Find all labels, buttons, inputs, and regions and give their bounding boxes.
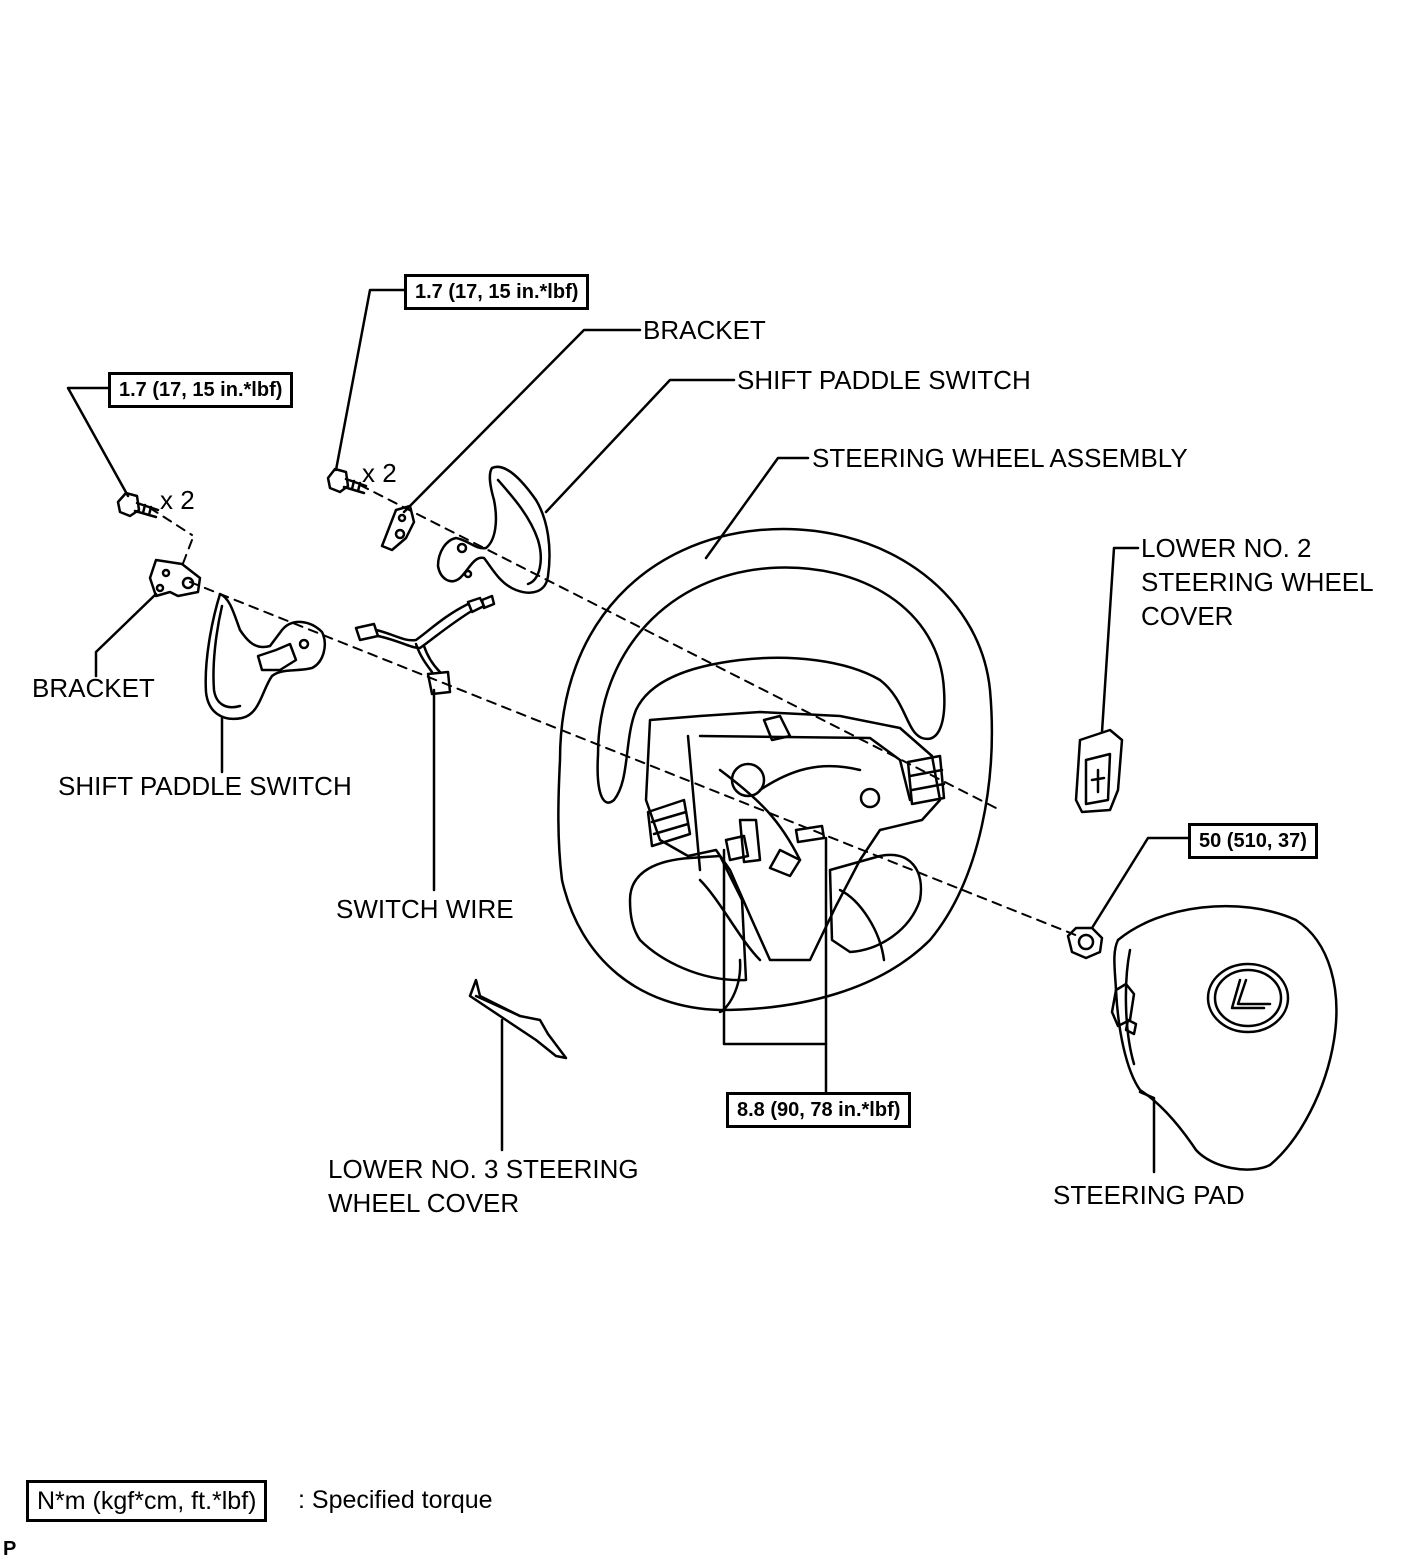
label-shift-paddle-switch-left: SHIFT PADDLE SWITCH bbox=[58, 771, 352, 801]
bolt-left bbox=[116, 491, 160, 519]
steering-pad-shape bbox=[1110, 904, 1338, 1171]
bracket-top-shape bbox=[380, 504, 416, 552]
shift-paddle-top-shape bbox=[436, 465, 551, 594]
steering-wheel-shape bbox=[557, 527, 994, 1014]
legend-torque-box: N*m (kgf*cm, ft.*lbf) bbox=[26, 1480, 268, 1522]
label-lower-no3-cover: LOWER NO. 3 STEERING WHEEL COVER bbox=[328, 1154, 639, 1218]
assembly-axis-lines bbox=[149, 484, 1079, 937]
label-steering-pad: STEERING PAD bbox=[1053, 1180, 1245, 1210]
bracket-left-shape bbox=[148, 558, 202, 598]
label-switch-wire: SWITCH WIRE bbox=[336, 894, 514, 924]
torque-box-nut: 50 (510, 37) bbox=[1188, 823, 1318, 859]
shift-paddle-left-shape bbox=[204, 592, 326, 721]
count-left-bolts: x 2 bbox=[160, 485, 195, 515]
lower-no2-cover-shape bbox=[1074, 728, 1124, 814]
lower-no3-cover-shape bbox=[468, 978, 568, 1060]
torque-box-left-bolts: 1.7 (17, 15 in.*lbf) bbox=[108, 372, 294, 408]
count-top-bolts: x 2 bbox=[362, 458, 397, 488]
footer-mark: P bbox=[3, 1538, 17, 1560]
label-steering-wheel-assembly: STEERING WHEEL ASSEMBLY bbox=[812, 443, 1188, 473]
torque-box-top-bolts: 1.7 (17, 15 in.*lbf) bbox=[404, 274, 590, 310]
torque-box-wheel-bolts: 8.8 (90, 78 in.*lbf) bbox=[726, 1092, 912, 1128]
leader-lines bbox=[66, 288, 1190, 1174]
label-lower-no2-cover: LOWER NO. 2 STEERING WHEEL COVER bbox=[1141, 533, 1374, 631]
legend-torque-text: : Specified torque bbox=[298, 1486, 493, 1514]
bolt-top bbox=[326, 467, 368, 495]
label-shift-paddle-switch-top: SHIFT PADDLE SWITCH bbox=[737, 365, 1031, 395]
label-bracket-top: BRACKET bbox=[643, 315, 766, 345]
label-bracket-left: BRACKET bbox=[32, 673, 155, 703]
switch-wire-shape bbox=[354, 594, 496, 696]
nut-shape bbox=[1066, 926, 1104, 960]
